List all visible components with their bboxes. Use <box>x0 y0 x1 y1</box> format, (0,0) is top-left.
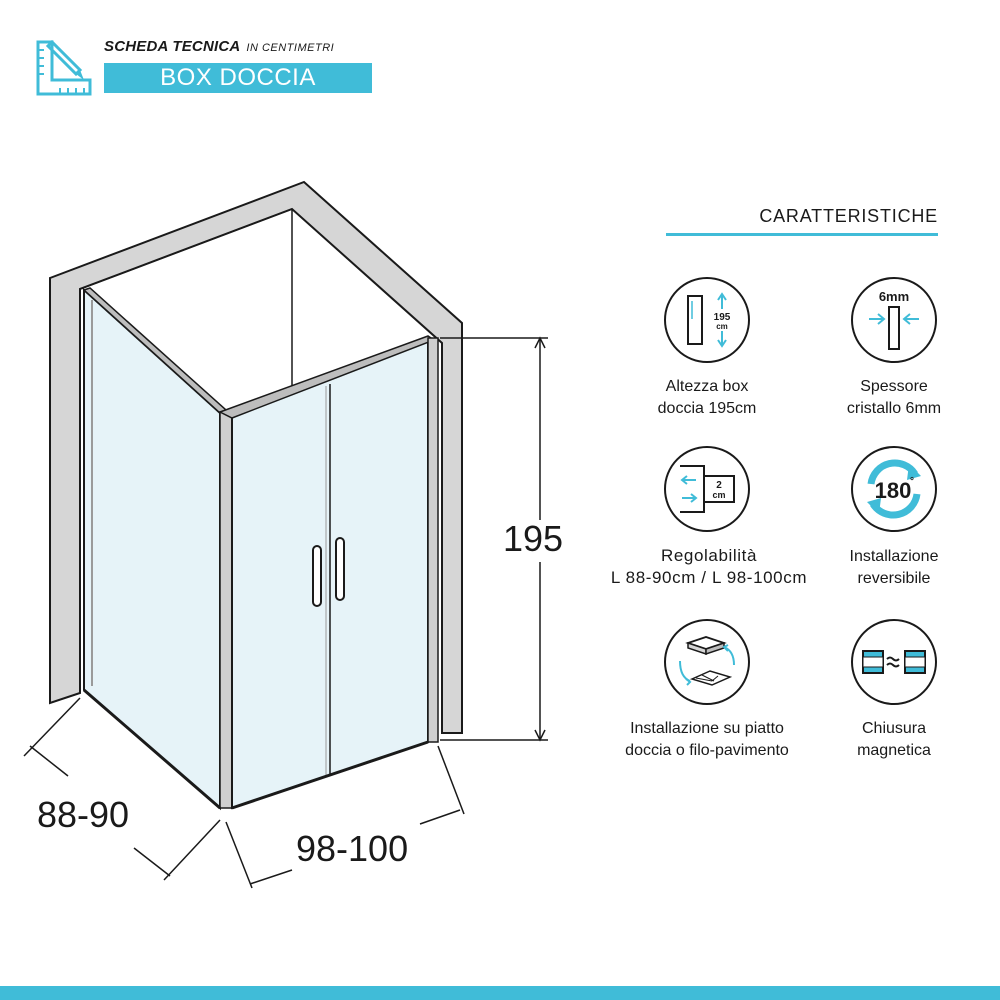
feature-label-line1: Installazione su piatto <box>630 720 784 737</box>
adjustment-icon-unit: cm <box>712 490 725 500</box>
door-handle-left <box>312 545 322 607</box>
width-dimension-value: 98-100 <box>296 828 409 869</box>
features-divider <box>666 233 938 236</box>
feature-label-tray: Installazione su piatto doccia o filo-pa… <box>587 718 827 762</box>
magnet-icon <box>851 619 937 705</box>
feature-label-line2: doccia 195cm <box>657 400 757 417</box>
sheet-subtitle: IN CENTIMETRI <box>246 42 335 54</box>
feature-label-line2: L 88-90cm / L 98-100cm <box>610 568 808 587</box>
height-icon-value: 195 <box>714 312 731 323</box>
shower-drawing <box>0 170 640 900</box>
bottom-accent-band <box>0 986 1000 1000</box>
feature-label-line2: magnetica <box>857 742 931 759</box>
feature-label-adjustment: Regolabilità L 88-90cm / L 98-100cm <box>587 545 831 589</box>
reversible-icon: 180 ° <box>851 446 937 532</box>
ruler-pencil-icon <box>36 39 92 96</box>
height-icon-unit: cm <box>716 322 728 331</box>
feature-label-line1: Chiusura <box>861 720 927 737</box>
shower-tray-icon <box>664 619 750 705</box>
height-dimension-value: 195 <box>503 518 564 559</box>
feature-label-line1: Altezza box <box>665 378 749 395</box>
door-handle-right <box>335 537 345 601</box>
adjustment-icon: 2 cm <box>664 446 750 532</box>
reversible-icon-degree: ° <box>910 476 914 487</box>
feature-label-thickness: Spessore cristallo 6mm <box>774 376 1000 420</box>
sheet-title-text: SCHEDA TECNICA <box>104 38 241 55</box>
height-dimension-line <box>440 336 548 742</box>
feature-label-line2: doccia o filo-pavimento <box>625 742 789 759</box>
sheet-title: SCHEDA TECNICA IN CENTIMETRI <box>104 38 334 55</box>
feature-label-line1: Regolabilità <box>660 546 758 565</box>
reversible-icon-value: 180 <box>875 478 912 503</box>
feature-label-line2: reversibile <box>857 570 931 587</box>
features-title: CARATTERISTICHE <box>759 206 938 226</box>
product-title: BOX DOCCIA <box>104 63 372 93</box>
feature-label-line2: cristallo 6mm <box>846 400 942 417</box>
feature-label-line1: Spessore <box>860 378 928 395</box>
thickness-icon-value: 6mm <box>879 289 909 304</box>
height-icon: 195 cm <box>664 277 750 363</box>
width-dimension-line <box>225 745 465 889</box>
side-glass-panel <box>83 287 221 811</box>
feature-label-reversible: Installazione reversibile <box>774 546 1000 590</box>
depth-dimension-value: 88-90 <box>37 794 130 835</box>
glass-thickness-icon: 6mm <box>851 277 937 363</box>
feature-label-line1: Installazione <box>849 548 939 565</box>
depth-dimension-line <box>23 697 221 881</box>
feature-label-magnetic: Chiusura magnetica <box>774 718 1000 762</box>
corner-profile <box>219 411 233 809</box>
feature-label-height: Altezza box doccia 195cm <box>587 376 827 420</box>
wall-profile <box>427 337 439 743</box>
wall-back <box>49 180 463 734</box>
adjustment-icon-value: 2 <box>716 480 722 491</box>
